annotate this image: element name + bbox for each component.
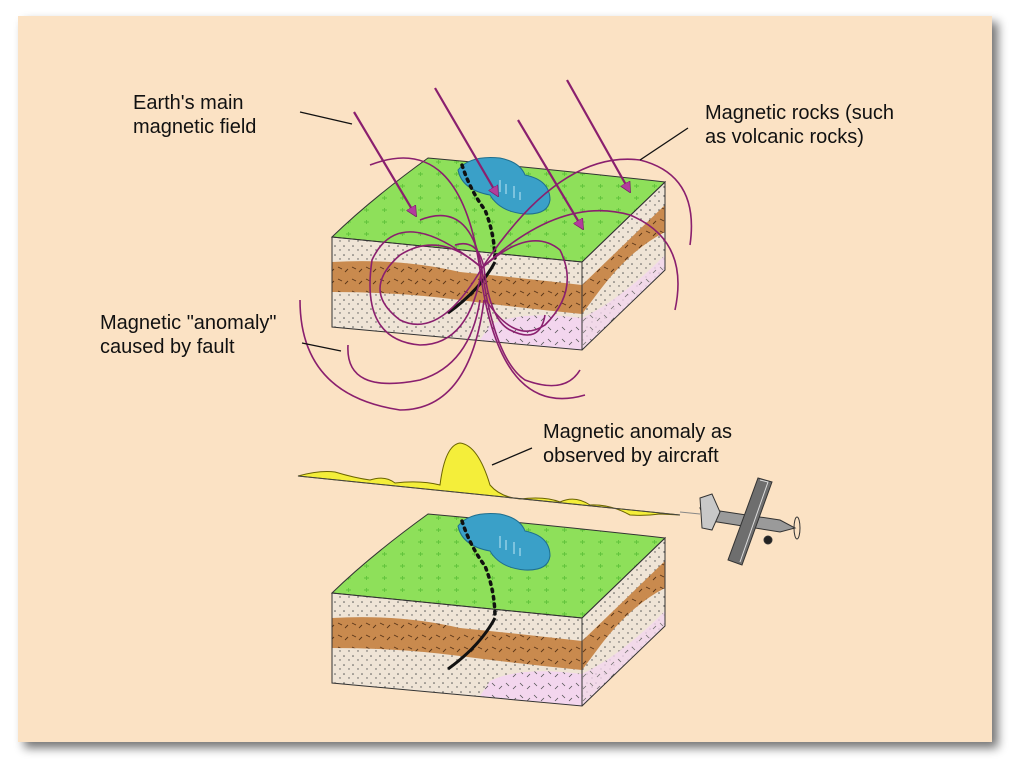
field-arrow-icon	[353, 111, 417, 216]
label-magnetic-rocks-1: Magnetic rocks (such	[705, 102, 894, 124]
field-arrow-icon	[517, 119, 584, 229]
dipole-field-lines	[299, 157, 693, 411]
leader-line-anomaly-fault	[301, 342, 342, 352]
leader-line-earth-field	[299, 111, 353, 125]
leader-line-aircraft-anomaly	[491, 447, 533, 466]
airplane-icon	[679, 477, 801, 566]
label-anomaly-fault-1: Magnetic "anomaly"	[100, 312, 277, 334]
label-anomaly-fault-2: caused by fault	[100, 336, 235, 358]
field-arrow-icon	[566, 79, 631, 192]
leader-line-magnetic-rocks	[639, 127, 689, 161]
label-magnetic-rocks-2: as volcanic rocks)	[705, 126, 864, 148]
field-arrow-icon	[434, 87, 499, 196]
anomaly-profile	[297, 442, 681, 516]
field-arrows	[353, 79, 631, 229]
label-aircraft-anomaly-1: Magnetic anomaly as	[543, 421, 732, 443]
label-earth-field-2: magnetic field	[133, 116, 256, 138]
geologic-block-with-field	[299, 79, 693, 411]
label-aircraft-anomaly-2: observed by aircraft	[543, 445, 719, 467]
label-earth-field-1: Earth's main	[133, 92, 244, 114]
